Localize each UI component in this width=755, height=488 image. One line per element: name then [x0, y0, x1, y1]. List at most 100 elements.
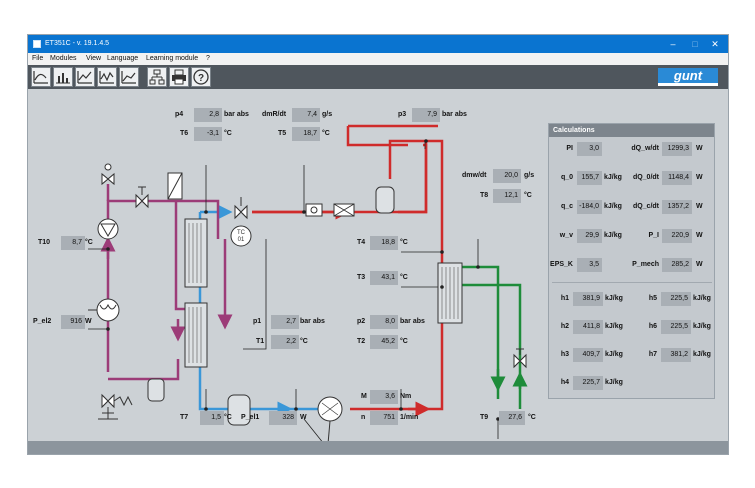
reading-value-t10: 8,7: [61, 236, 85, 250]
calc-unit: W: [696, 203, 703, 210]
reading-unit-t4: °C: [400, 239, 408, 246]
expansion-tank: [147, 378, 165, 402]
reading-value-p1: 2,7: [271, 315, 299, 329]
calc-label: dQ_0/dt: [632, 174, 659, 181]
reading-value-t4: 18,8: [370, 236, 398, 250]
reading-label-p3: p3: [398, 111, 407, 118]
temperature-controller: TC 01: [230, 225, 252, 247]
process-chart-button[interactable]: [119, 67, 139, 87]
calc-value: 409,7: [573, 348, 603, 362]
calc-value: 1148,4: [662, 171, 692, 185]
calc-unit: kJ/kg: [605, 379, 623, 386]
print-button[interactable]: [169, 67, 189, 87]
toolbar: ? gunt: [28, 65, 728, 89]
reading-label-t6: T6: [180, 130, 189, 137]
hot-refrigerant-line: [252, 124, 438, 214]
network-button[interactable]: [147, 67, 167, 87]
app-window: ET351C - v. 19.1.4.5 – □ ✕ File Modules …: [27, 34, 729, 455]
help-button[interactable]: ?: [191, 67, 211, 87]
calc-unit: kJ/kg: [604, 203, 622, 210]
reading-label-t1: T1: [256, 338, 265, 345]
reading-label-p4: p4: [175, 111, 184, 118]
reading-label-t5: T5: [278, 130, 287, 137]
menu-language[interactable]: Language: [107, 55, 139, 62]
reading-value-pel1: 328: [269, 411, 297, 425]
suction-accumulator: [227, 394, 251, 426]
calc-label: q_0: [560, 174, 573, 181]
reading-value-t8: 12,1: [493, 189, 521, 203]
calc-value: -184,0: [577, 200, 602, 214]
menu-help[interactable]: ?: [206, 55, 210, 62]
question-icon: ?: [193, 69, 209, 85]
reading-label-t2: T2: [357, 338, 366, 345]
calc-unit: W: [696, 145, 703, 152]
calc-unit: W: [696, 174, 703, 181]
reading-unit-t5: °C: [322, 130, 330, 137]
calc-value: 1299,3: [662, 142, 692, 156]
water-line-out: [462, 283, 522, 409]
bar-chart-button[interactable]: [53, 67, 73, 87]
close-button[interactable]: ✕: [711, 39, 719, 49]
calc-unit: kJ/kg: [693, 351, 711, 358]
reading-unit-t2: °C: [400, 338, 408, 345]
reading-value-t2: 45,2: [370, 335, 398, 349]
calc-unit: W: [696, 232, 703, 239]
logp-h-diagram-button[interactable]: [31, 67, 51, 87]
flow-meter: [167, 172, 183, 200]
water-line-in: [462, 265, 500, 399]
brine-pump: [97, 218, 119, 240]
reading-value-p3: 7,9: [412, 108, 440, 122]
reading-value-p4: 2,8: [194, 108, 222, 122]
reading-value-t1: 2,2: [271, 335, 299, 349]
printer-icon: [172, 69, 186, 85]
brine-line-return: [108, 359, 180, 381]
status-bar: [28, 441, 728, 454]
reading-unit-p2: bar abs: [400, 318, 425, 325]
brine-valve-top: [101, 163, 115, 186]
reading-unit-t6: °C: [224, 130, 232, 137]
calc-label: dQ_w/dt: [631, 145, 659, 152]
brine-valve-mid: [135, 186, 149, 209]
calc-label: h7: [648, 351, 657, 358]
calc-label: h5: [648, 295, 657, 302]
calc-value: 225,5: [661, 292, 691, 306]
reading-value-m: 3,6: [370, 390, 398, 404]
reading-label-p2: p2: [357, 318, 366, 325]
red-line-receiver: [388, 139, 426, 179]
calc-label: w_v: [559, 232, 573, 239]
time-chart-button[interactable]: [97, 67, 117, 87]
reading-value-dmr: 7,4: [292, 108, 320, 122]
condenser: [437, 262, 463, 324]
svg-text:01: 01: [238, 237, 245, 243]
svg-text:TC: TC: [237, 230, 246, 236]
reading-label-t7: T7: [180, 414, 189, 421]
reading-value-t6: -3,1: [194, 127, 222, 141]
water-valve: [513, 348, 527, 369]
area-chart-icon: [121, 71, 136, 84]
reading-unit-pel1: W: [300, 414, 307, 421]
calc-unit: kJ/kg: [693, 295, 711, 302]
reading-label-dmr: dmR/dt: [262, 111, 287, 118]
reading-unit-m: Nm: [400, 393, 412, 400]
reading-label-n: n: [361, 414, 366, 421]
menu-learning-module[interactable]: Learning module: [146, 55, 199, 62]
chart-view-button[interactable]: [75, 67, 95, 87]
reading-unit-t8: °C: [524, 192, 532, 199]
calc-value: 3,5: [577, 258, 602, 272]
reading-value-t3: 43,1: [370, 271, 398, 285]
reading-value-t7: 1,5: [200, 411, 224, 425]
line-chart-icon: [99, 71, 114, 84]
menu-modules[interactable]: Modules: [50, 55, 77, 62]
reading-unit-n: 1/min: [400, 414, 419, 421]
reading-value-n: 751: [370, 411, 398, 425]
calc-value: 3,0: [577, 142, 602, 156]
reading-value-pel2: 916: [61, 315, 85, 329]
maximize-button[interactable]: □: [692, 39, 698, 49]
junction-dots: [106, 139, 500, 421]
menu-view[interactable]: View: [86, 55, 102, 62]
calc-label: q_c: [560, 203, 573, 210]
minimize-button[interactable]: –: [670, 39, 676, 49]
signal-lines: [88, 141, 499, 443]
calc-unit: kJ/kg: [605, 323, 623, 330]
menu-file[interactable]: File: [32, 55, 44, 62]
